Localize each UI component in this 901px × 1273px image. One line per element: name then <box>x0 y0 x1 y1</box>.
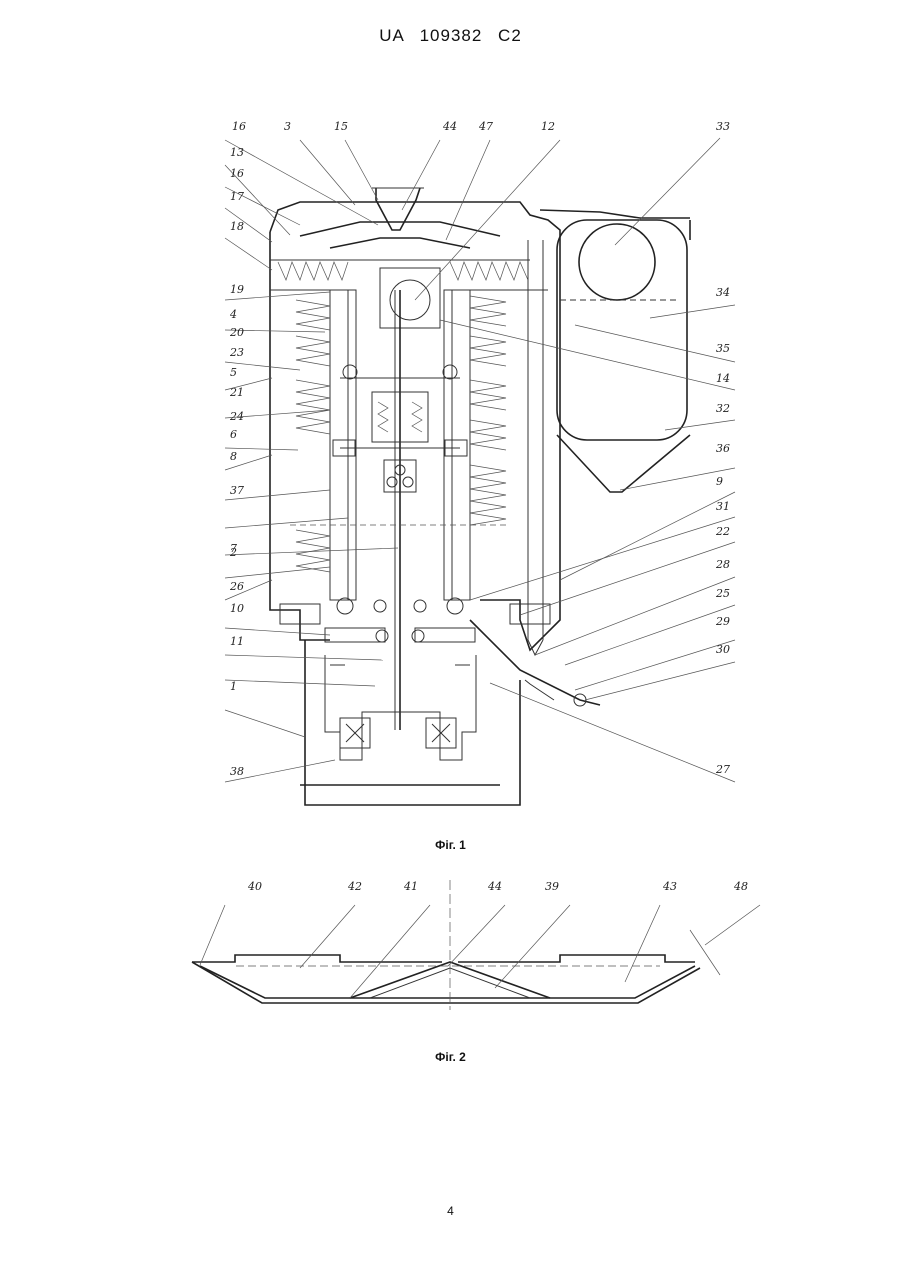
fig1-label-44: 44 <box>442 120 457 133</box>
fig1-label-33: 33 <box>716 120 730 133</box>
fig1-label-16: 16 <box>230 167 244 180</box>
fig1-drawing <box>270 188 690 805</box>
fig2-label-39: 39 <box>545 880 559 893</box>
fig1-label-8: 8 <box>230 450 237 463</box>
fig1-label-15: 15 <box>334 120 348 133</box>
fig1-label-35: 35 <box>716 342 730 355</box>
fig1-label-29: 29 <box>715 615 730 628</box>
fig1-label-28: 28 <box>715 558 730 571</box>
fig2-label-40: 40 <box>247 880 262 893</box>
fig2-label-42: 42 <box>347 880 362 893</box>
fig1-label-19: 19 <box>230 283 244 296</box>
fig1-label-2: 2 <box>229 546 237 559</box>
fig2-label-48: 48 <box>733 880 748 893</box>
fig1-label-13: 13 <box>230 146 244 159</box>
fig1-label-6: 6 <box>230 428 237 441</box>
fig1-label-47: 47 <box>478 120 493 133</box>
fig1-label-34: 34 <box>716 286 730 299</box>
fig1-label-38: 38 <box>230 765 244 778</box>
fig1-label-14: 14 <box>716 372 730 385</box>
fig1-label-3: 3 <box>284 120 291 133</box>
fig2-drawing <box>192 880 760 1010</box>
fig1-label-5: 5 <box>230 366 237 379</box>
fig1-label-23: 23 <box>229 346 244 359</box>
fig2-label-44: 44 <box>487 880 502 893</box>
fig1-label-16: 16 <box>232 120 246 133</box>
fig1-caption: Фіг. 1 <box>0 838 901 852</box>
fig1-label-24: 24 <box>229 410 244 423</box>
fig2-label-41: 41 <box>403 880 418 893</box>
fig1-label-21: 21 <box>229 386 244 399</box>
fig1-label-22: 22 <box>715 525 730 538</box>
fig1-label-17: 17 <box>230 190 244 203</box>
fig1-label-20: 20 <box>229 326 244 339</box>
fig1-label-30: 30 <box>716 643 730 656</box>
fig1-label-26: 26 <box>229 580 244 593</box>
fig1-label-25: 25 <box>715 587 730 600</box>
fig1-label-4: 4 <box>229 308 237 321</box>
fig2-caption: Фіг. 2 <box>0 1050 901 1064</box>
fig2-label-43: 43 <box>662 880 677 893</box>
fig1-label-36: 36 <box>716 442 730 455</box>
fig1-label-10: 10 <box>230 602 244 615</box>
fig1-label-18: 18 <box>230 220 244 233</box>
fig1-label-27: 27 <box>715 763 730 776</box>
page-number: 4 <box>0 1204 901 1218</box>
fig1-label-9: 9 <box>716 475 723 488</box>
fig1-label-11: 11 <box>230 635 244 648</box>
fig1-label-12: 12 <box>541 120 555 133</box>
fig1-label-31: 31 <box>716 500 730 513</box>
fig1-label-1: 1 <box>230 680 237 693</box>
fig1-label-32: 32 <box>716 402 730 415</box>
fig1-label-37: 37 <box>230 484 244 497</box>
